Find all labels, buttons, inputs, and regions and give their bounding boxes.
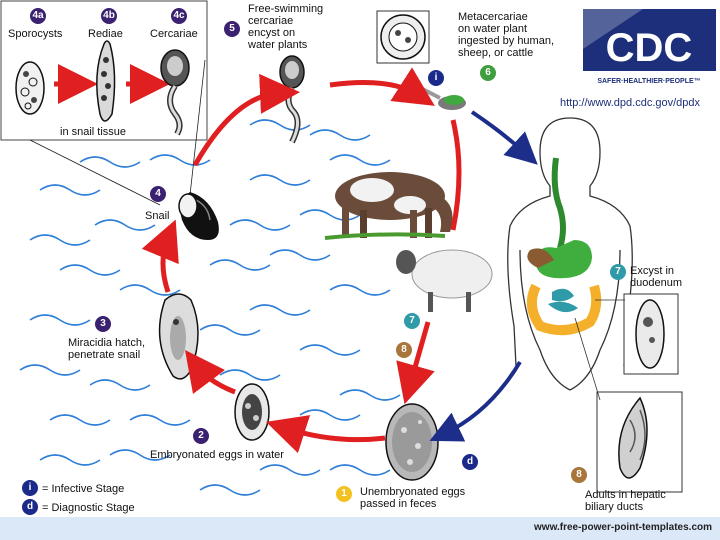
sporocyst-illustration <box>15 61 45 115</box>
label-snail: Snail <box>145 210 170 222</box>
footer-url[interactable]: www.free-power-point-templates.com <box>534 522 712 533</box>
marker-4c: 4c <box>171 8 187 24</box>
label-rediae: Rediae <box>88 28 123 40</box>
label-adults: Adults in hepatic biliary ducts <box>585 489 666 513</box>
arrow-embryonated-to-miracidia <box>184 350 236 395</box>
marker-7-human: 7 <box>610 264 626 280</box>
cdc-logo-text: CDC <box>606 26 693 70</box>
marker-8-human: 8 <box>571 467 587 483</box>
arrow-plant-to-animals <box>450 119 462 231</box>
arrow-miracidia-to-snail <box>141 219 179 293</box>
arrow-snail-to-cercariae <box>192 73 300 167</box>
legend-infective-icon: i <box>22 480 38 496</box>
label-metacercariae: Metacercariae on water plant ingested by… <box>458 11 555 59</box>
cdc-url[interactable]: http://www.dpd.cdc.gov/dpdx <box>560 97 701 109</box>
infective-cycle-arrows <box>141 67 462 454</box>
label-embryonated: Embryonated eggs in water <box>150 449 284 461</box>
inset-pointer <box>189 59 206 196</box>
arrow-ingestion-to-human <box>470 110 538 165</box>
inset-pointer <box>29 139 161 206</box>
marker-1: 1 <box>336 486 352 502</box>
marker-5: 5 <box>224 21 240 37</box>
marker-2: 2 <box>193 428 209 444</box>
cercaria-illustration <box>160 49 190 136</box>
marker-7-animal: 7 <box>404 313 420 329</box>
adult-fluke-illustration <box>596 391 683 493</box>
marker-3: 3 <box>95 316 111 332</box>
legend-diagnostic-label: = Diagnostic Stage <box>42 502 135 514</box>
label-unembryonated: Unembryonated eggs passed in feces <box>360 486 466 510</box>
label-excyst: Excyst in duodenum <box>630 265 682 289</box>
unembryonated-egg-illustration <box>385 403 439 481</box>
arrow-human-to-egg <box>429 360 522 442</box>
marker-4: 4 <box>150 186 166 202</box>
legend-infective-label: = Infective Stage <box>42 483 125 495</box>
marker-4a: 4a <box>30 8 46 24</box>
redia-illustration <box>96 40 116 122</box>
legend-diagnostic-icon: d <box>22 499 38 515</box>
marker-diagnostic-d: d <box>462 454 478 470</box>
adult-pointer <box>574 317 601 401</box>
marker-6: 6 <box>480 65 496 81</box>
arrow-animals-to-egg <box>396 321 435 405</box>
sheep-illustration <box>396 249 493 312</box>
arrow-cercariae-to-plant <box>329 67 435 106</box>
label-free-swimming: Free-swimming cercariae encyst on water … <box>248 3 324 51</box>
cow-illustration <box>324 172 453 240</box>
marker-4b: 4b <box>101 8 117 24</box>
diagnostic-arrows <box>429 110 538 442</box>
excyst-illustration <box>623 293 679 375</box>
miracidium-illustration <box>158 293 199 380</box>
label-sporocysts: Sporocysts <box>8 28 63 40</box>
metacercaria-illustration <box>376 10 430 64</box>
water-waves <box>19 119 401 496</box>
label-in-snail-tissue: in snail tissue <box>60 126 127 138</box>
cdc-logo: CDC SAFER·HEALTHIER·PEOPLE™ <box>583 9 716 87</box>
marker-infective-i: i <box>428 70 444 86</box>
label-miracidia: Miracidia hatch, penetrate snail <box>68 337 146 361</box>
marker-8-animal: 8 <box>396 342 412 358</box>
footer-band <box>0 517 720 540</box>
embryonated-egg-illustration <box>234 383 270 441</box>
snail-illustration <box>178 192 219 240</box>
label-cercariae: Cercariae <box>150 28 198 40</box>
cdc-tagline: SAFER·HEALTHIER·PEOPLE™ <box>597 78 700 85</box>
digestive-system <box>526 157 602 336</box>
arrow-egg-to-embryonated <box>265 415 386 454</box>
